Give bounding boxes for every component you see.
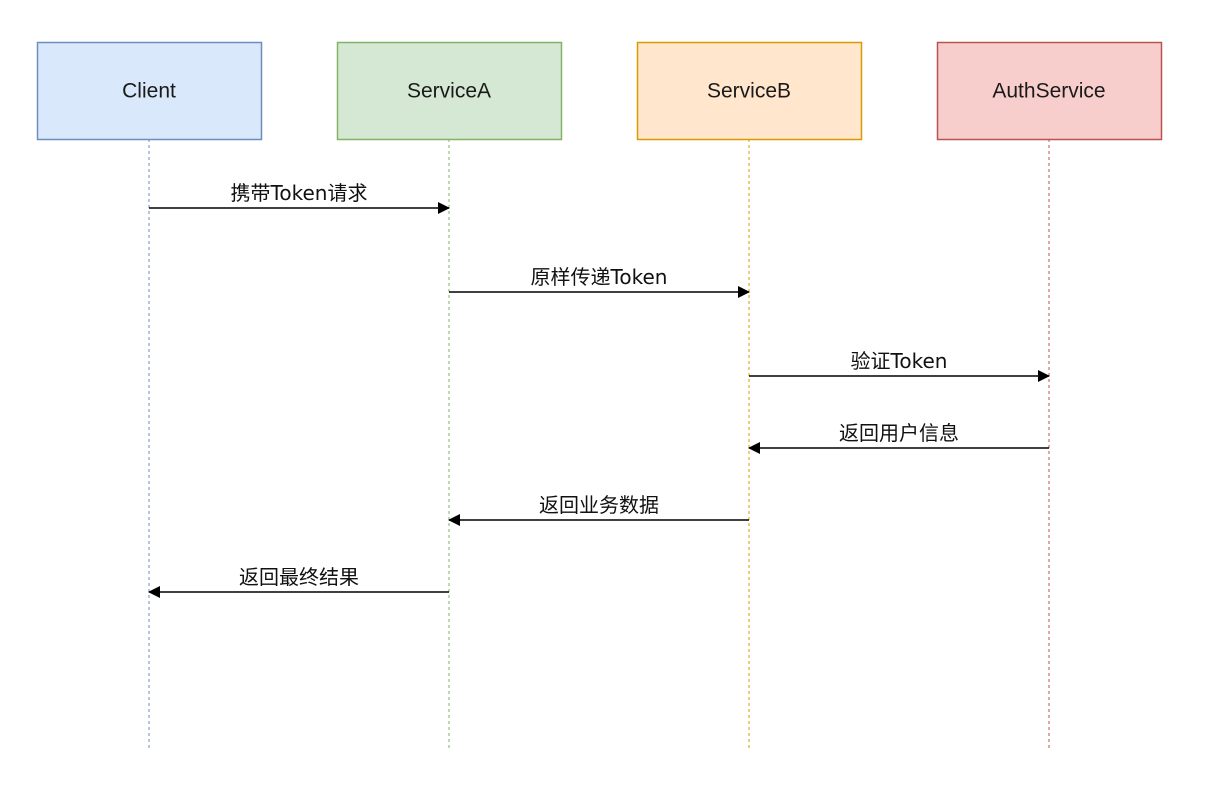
message-label: 返回用户信息 <box>839 421 959 445</box>
serviceb-label: ServiceB <box>707 80 791 103</box>
authservice-box <box>936 41 1163 141</box>
message-2: 原样传递Token <box>449 265 750 298</box>
participants: Client ServiceA ServiceB AuthService <box>36 41 1163 141</box>
message-label: 返回最终结果 <box>239 565 359 589</box>
message-label: 原样传递Token <box>531 265 668 289</box>
message-label: 验证Token <box>851 349 948 373</box>
client-label: Client <box>122 80 176 103</box>
participant-authservice: AuthService <box>936 41 1163 141</box>
participant-servicea: ServiceA <box>336 41 563 141</box>
message-4: 返回用户信息 <box>748 421 1049 454</box>
serviceb-box <box>636 41 863 141</box>
message-label: 携带Token请求 <box>231 181 368 205</box>
authservice-label: AuthService <box>992 80 1105 103</box>
message-label: 返回业务数据 <box>539 493 659 517</box>
servicea-box <box>336 41 563 141</box>
message-6: 返回最终结果 <box>148 565 449 598</box>
servicea-label: ServiceA <box>407 80 491 103</box>
participant-serviceb: ServiceB <box>636 41 863 141</box>
client-box <box>36 41 263 141</box>
message-3: 验证Token <box>749 349 1050 382</box>
participant-client: Client <box>36 41 263 141</box>
message-1: 携带Token请求 <box>149 181 450 214</box>
message-5: 返回业务数据 <box>448 493 749 526</box>
